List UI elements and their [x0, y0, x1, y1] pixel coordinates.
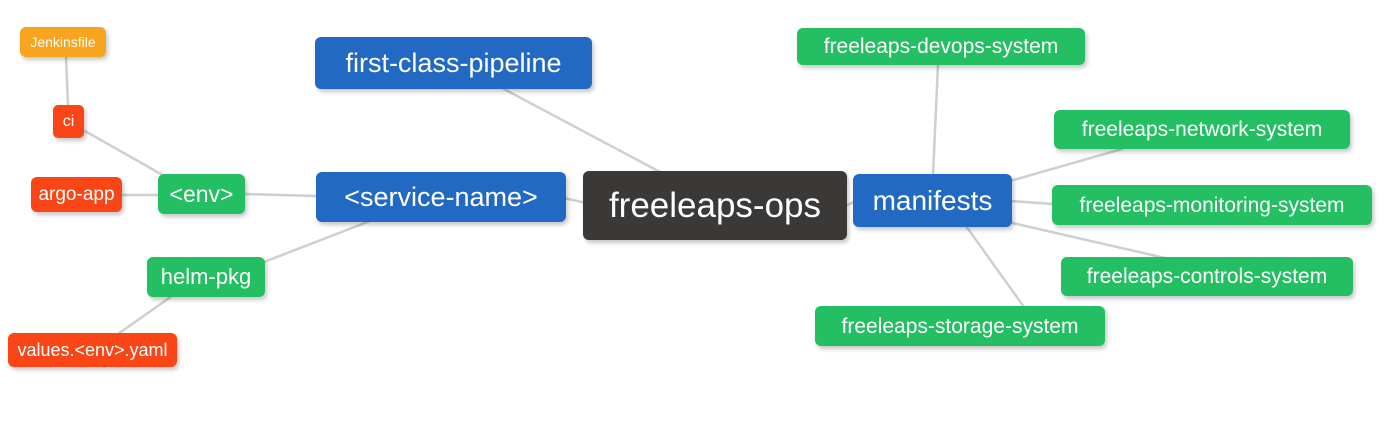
node-values-env-yaml[interactable]: values.<env>.yaml: [8, 333, 177, 367]
edge-manifests-monitoring: [1008, 199, 1055, 206]
node-freeleaps-monitoring-system[interactable]: freeleaps-monitoring-system: [1052, 185, 1372, 225]
node-service-name[interactable]: <service-name>: [316, 172, 566, 222]
edge-jenkinsfile-ci: [64, 55, 70, 107]
edge-servicename-freeleapsops: [562, 196, 588, 205]
edge-manifests-devops: [931, 62, 940, 178]
node-first-class-pipeline[interactable]: first-class-pipeline: [315, 37, 592, 89]
edge-helmpkg-servicename: [262, 219, 372, 264]
node-freeleaps-ops[interactable]: freeleaps-ops: [583, 171, 847, 240]
edge-manifests-controls: [1006, 220, 1167, 260]
node-argo-app[interactable]: argo-app: [31, 177, 122, 212]
node-jenkinsfile[interactable]: Jenkinsfile: [20, 27, 106, 57]
node-freeleaps-storage-system[interactable]: freeleaps-storage-system: [815, 306, 1105, 346]
node-helm-pkg[interactable]: helm-pkg: [147, 257, 265, 297]
node-manifests[interactable]: manifests: [853, 174, 1012, 227]
edge-firstclasspipeline-freeleapsops: [500, 86, 662, 174]
node-freeleaps-controls-system[interactable]: freeleaps-controls-system: [1061, 257, 1353, 296]
edge-env-servicename: [243, 192, 318, 198]
edge-ci-env: [83, 129, 168, 179]
node-freeleaps-network-system[interactable]: freeleaps-network-system: [1054, 110, 1350, 149]
edge-manifests-network: [1008, 147, 1124, 183]
edge-valuesyaml-helmpkg: [116, 294, 174, 336]
node-env[interactable]: <env>: [158, 174, 245, 214]
node-freeleaps-devops-system[interactable]: freeleaps-devops-system: [797, 28, 1085, 65]
node-ci[interactable]: ci: [53, 105, 84, 138]
edge-manifests-storage: [964, 224, 1026, 309]
